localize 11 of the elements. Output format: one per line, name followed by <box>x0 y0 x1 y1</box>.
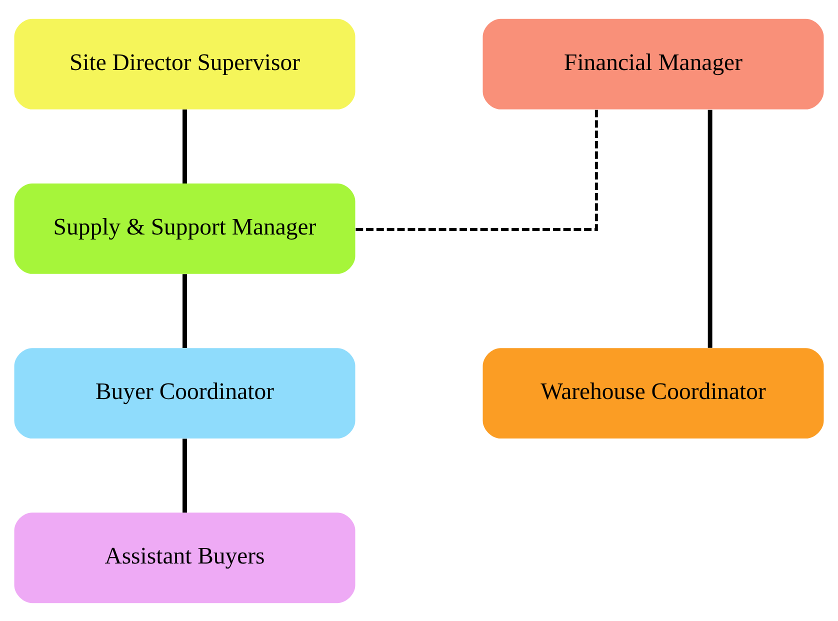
node-box: Buyer Coordinator <box>14 348 356 438</box>
connector <box>182 109 187 183</box>
connector <box>182 274 187 348</box>
node-box: Supply & Support Manager <box>14 183 356 274</box>
connector <box>708 109 712 348</box>
node-box: Assistant Buyers <box>14 512 356 603</box>
connector <box>182 438 187 512</box>
node-box: Financial Manager <box>482 18 824 109</box>
node-box: Site Director Supervisor <box>14 18 356 109</box>
connector <box>356 109 598 230</box>
node-box: Warehouse Coordinator <box>482 348 824 438</box>
